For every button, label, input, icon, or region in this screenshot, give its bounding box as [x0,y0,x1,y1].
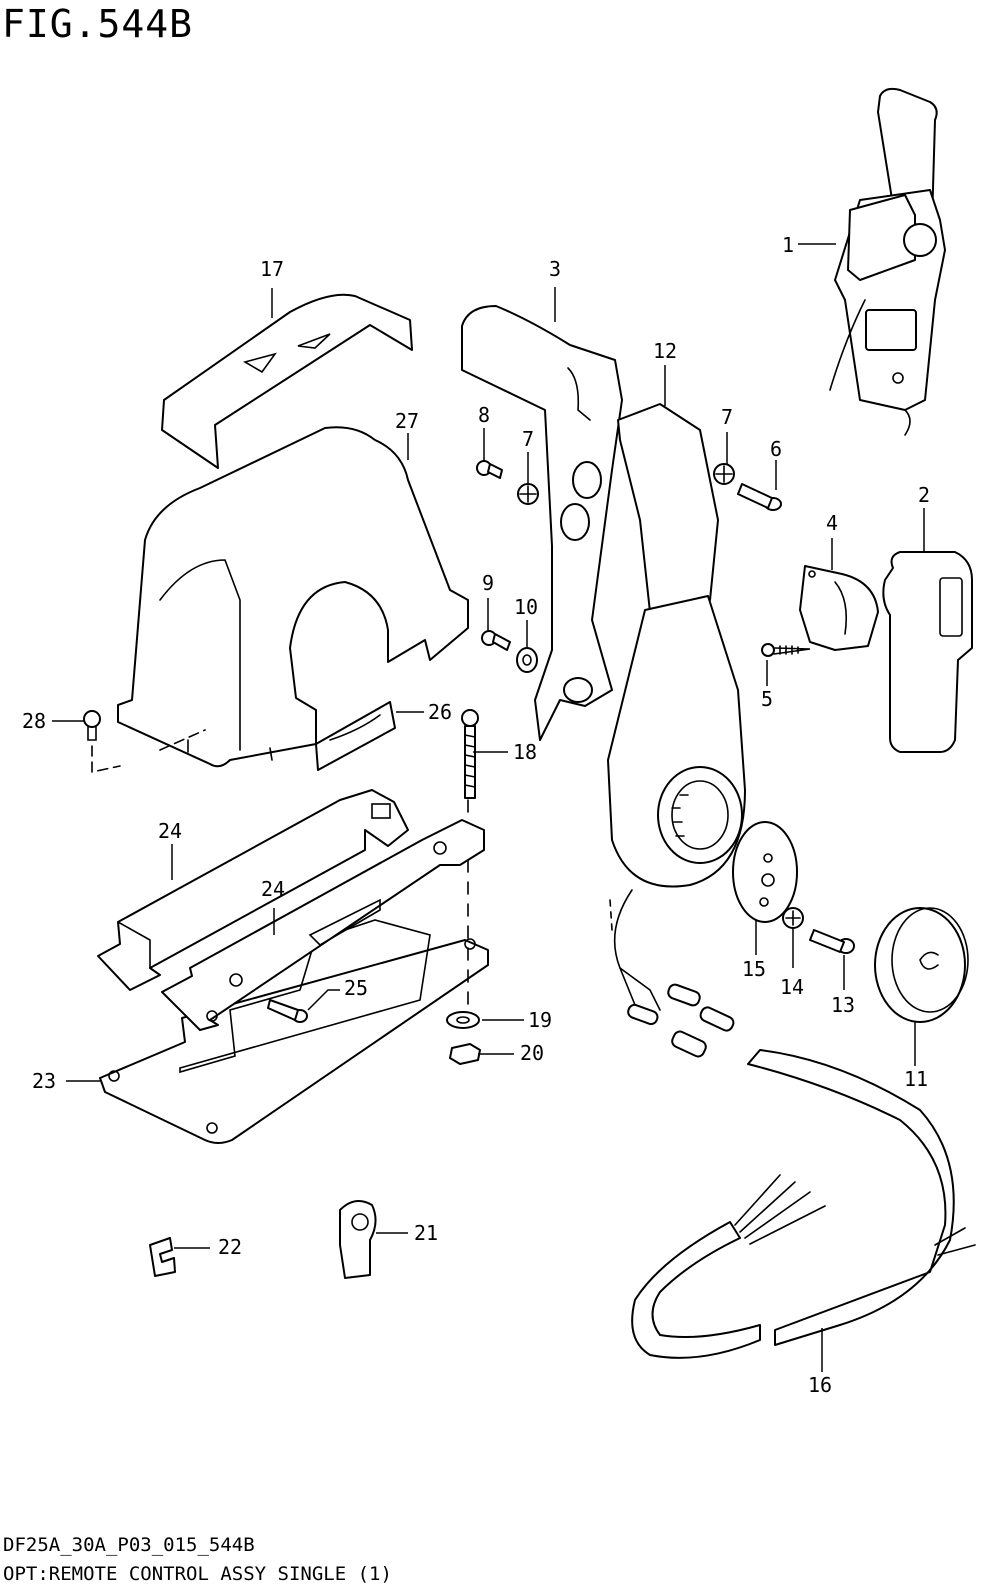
part-15-plate[interactable] [732,821,798,923]
callout-4: 4 [826,511,838,535]
callout-11: 11 [904,1067,928,1091]
callout-20: 20 [520,1041,544,1065]
callout-12: 12 [653,339,677,363]
callout-9: 9 [482,571,494,595]
callout-24b: 24 [261,877,285,901]
part-18-screw[interactable] [461,709,479,799]
callout-25: 25 [344,976,368,1000]
part-17-top-cover[interactable] [161,293,413,469]
part-24-bracket[interactable] [97,789,409,991]
part-9-bolt[interactable] [481,630,511,651]
part-24-bracket-second[interactable] [161,819,485,1031]
callout-8: 8 [478,403,490,427]
part-3-control-lever[interactable] [461,305,623,741]
callout-7b: 7 [721,405,733,429]
callout-21: 21 [414,1221,438,1245]
callout-22: 22 [218,1235,242,1259]
callout-6: 6 [770,437,782,461]
part-2-lever-cover[interactable] [882,551,973,753]
part-7-lockwasher-second[interactable] [713,463,735,485]
part-13-screw[interactable] [809,929,855,954]
callout-5: 5 [761,687,773,711]
callout-16: 16 [808,1373,832,1397]
part-1-remote-control-assembly[interactable] [829,87,946,436]
part-19-washer[interactable] [446,1011,480,1029]
callout-2: 2 [918,483,930,507]
callout-1: 1 [782,233,794,257]
part-21-clip[interactable] [339,1200,377,1279]
callout-18: 18 [513,740,537,764]
part-26-plate[interactable] [315,701,396,771]
callout-14: 14 [780,975,804,999]
part-25-screw[interactable] [267,999,308,1023]
callout-13: 13 [831,993,855,1017]
part-12-control-arm[interactable] [607,403,746,888]
part-4-switch[interactable] [799,565,879,651]
callout-15: 15 [742,957,766,981]
part-5-screw[interactable] [761,643,811,657]
part-10-washer[interactable] [516,647,538,673]
part-23-base-plate[interactable] [99,919,489,1144]
callout-labels: 1 2 3 4 5 6 7 7 8 9 10 11 12 13 14 15 16… [22,233,930,1397]
callout-28: 28 [22,709,46,733]
callout-17: 17 [260,257,284,281]
part-16-wire-harness[interactable] [613,889,976,1359]
part-11-cap[interactable] [874,907,969,1023]
callout-leaders [52,243,925,1372]
callout-7a: 7 [522,427,534,451]
drawing-code: DF25A_30A_P03_015_544B [3,1534,255,1556]
callout-27: 27 [395,409,419,433]
part-8-screw[interactable] [476,460,503,479]
part-28-screw[interactable] [83,710,101,741]
callout-10: 10 [514,595,538,619]
figure-title: FIG.544B [2,2,194,46]
part-20-nut[interactable] [449,1043,481,1065]
callout-19: 19 [528,1008,552,1032]
callout-26: 26 [428,700,452,724]
callout-23: 23 [32,1069,56,1093]
callout-24a: 24 [158,819,182,843]
part-27-main-cover[interactable] [117,426,469,768]
part-7-lockwasher[interactable] [517,483,539,505]
part-22-clamp[interactable] [149,1237,176,1277]
callout-3: 3 [549,257,561,281]
figure-description: OPT:REMOTE CONTROL ASSY SINGLE (1) [3,1563,392,1585]
part-6-screw[interactable] [737,483,782,511]
